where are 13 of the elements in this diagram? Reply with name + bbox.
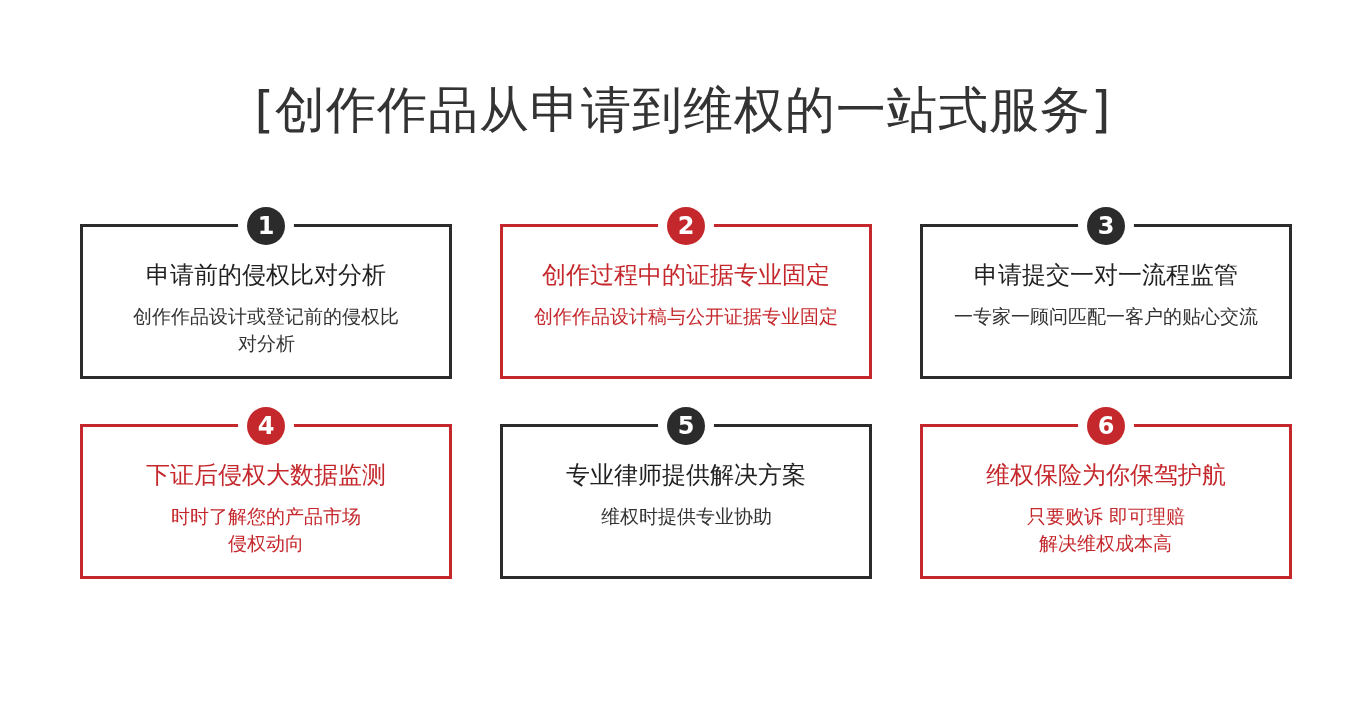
step-description: 创作作品设计或登记前的侵权比对分析 [133, 304, 399, 356]
step-heading: 下证后侵权大数据监测 [146, 460, 386, 491]
step-heading: 维权保险为你保驾护航 [986, 460, 1226, 491]
step-description: 一专家一顾问匹配一客户的贴心交流 [954, 304, 1258, 329]
title: [创作作品从申请到维权的一站式服务] [254, 80, 1112, 141]
step-description: 维权时提供专业协助 [600, 504, 772, 529]
step-description: 只要败诉 即可理赔解决维权成本高 [1025, 504, 1186, 556]
step-heading: 创作过程中的证据专业固定 [542, 260, 830, 291]
step-description: 时时了解您的产品市场侵权动向 [170, 504, 362, 556]
step-heading: 申请提交一对一流程监管 [974, 260, 1238, 291]
step-heading: 专业律师提供解决方案 [566, 460, 806, 491]
step-heading: 申请前的侵权比对分析 [146, 260, 386, 291]
step-description: 创作作品设计稿与公开证据专业固定 [534, 304, 838, 329]
